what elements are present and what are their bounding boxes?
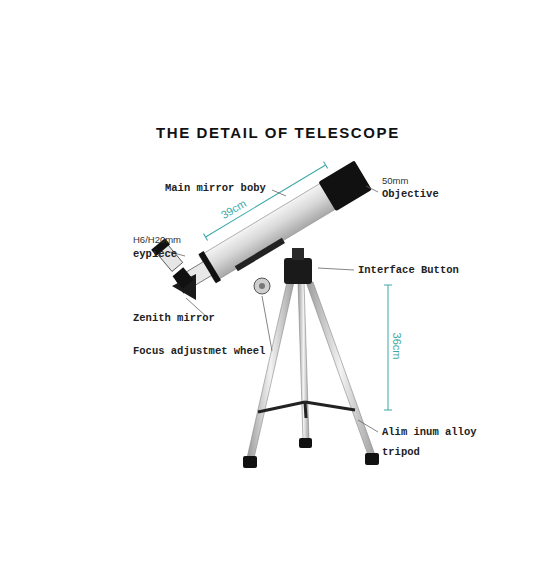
diagram-title: THE DETAIL OF TELESCOPE: [156, 124, 400, 141]
part-label: Interface Button: [358, 264, 459, 276]
size-label: 50mm: [382, 175, 408, 186]
part-label: Objective: [382, 188, 439, 200]
size-label: H6/H20mm: [133, 234, 181, 245]
dimension-label: 39cm: [217, 196, 250, 222]
part-label: tripod: [382, 446, 420, 458]
part-label: eypiece: [133, 248, 177, 260]
part-label: Main mirror boby: [165, 182, 266, 194]
part-label: Zenith mirror: [133, 312, 215, 324]
dimension-label: 36cm: [391, 331, 403, 362]
part-label: Focus adjustmet wheel: [133, 345, 265, 357]
part-label: Alim inum alloy: [382, 426, 477, 438]
